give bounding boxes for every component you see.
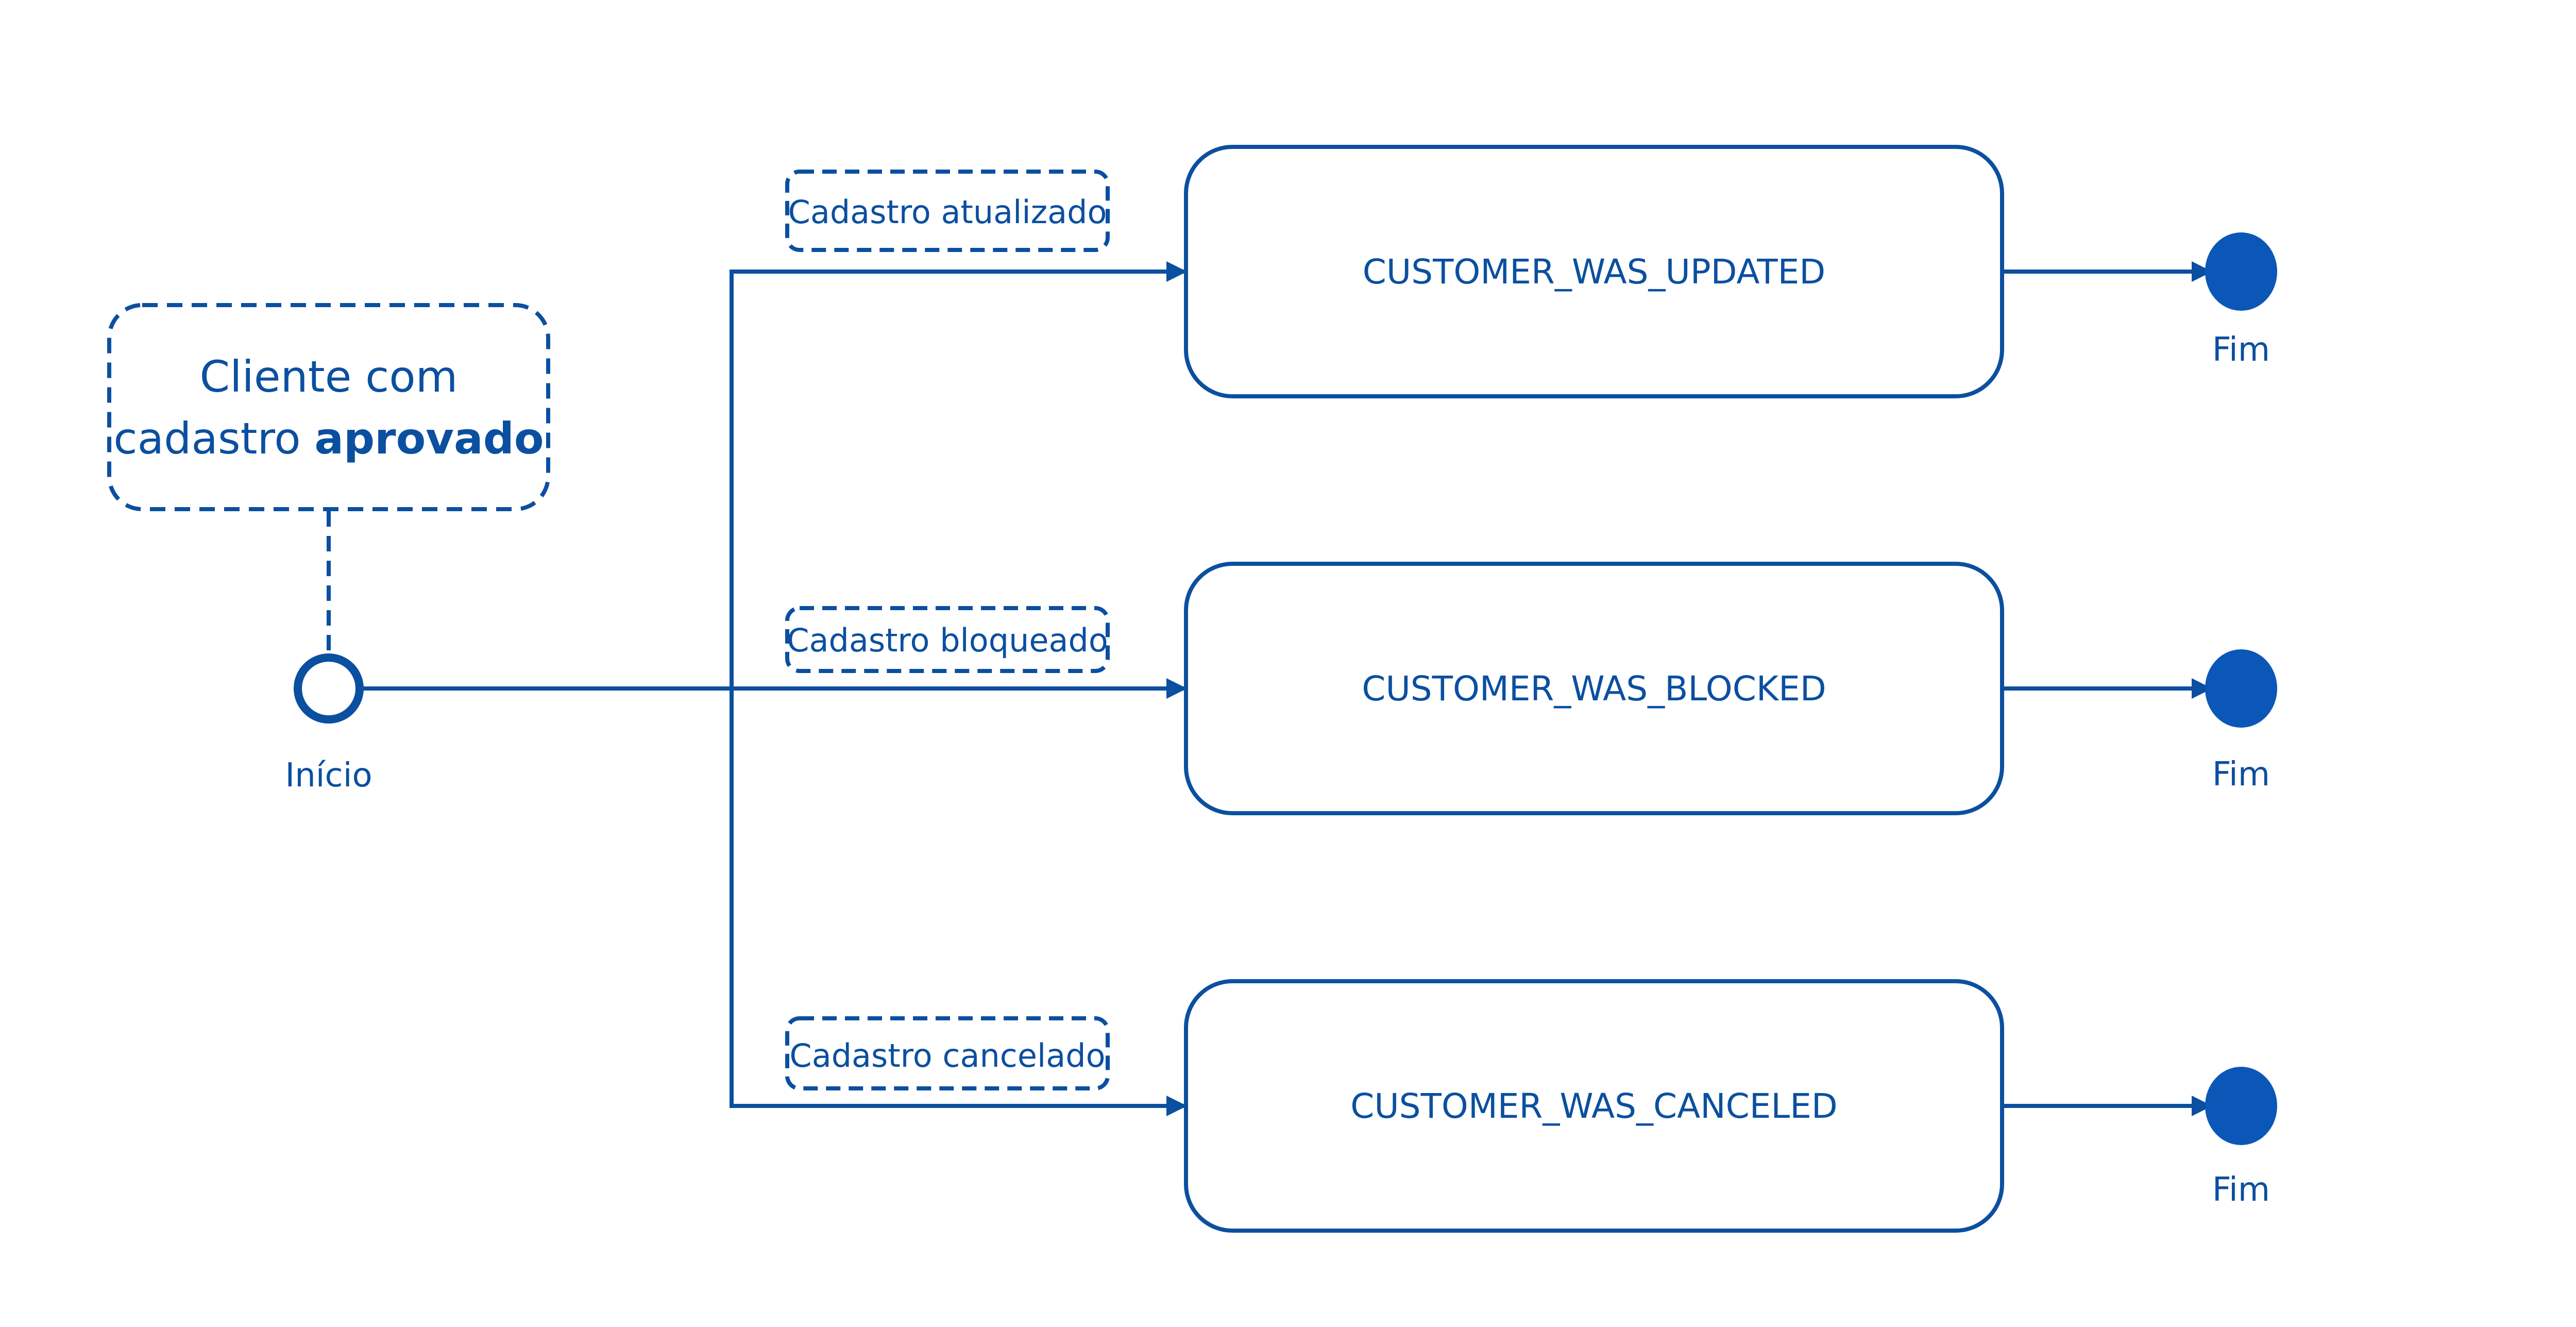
end-label: Fim <box>2212 755 2270 794</box>
note-line-1: Cliente com <box>200 351 458 402</box>
state-label: CUSTOMER_WAS_UPDATED <box>1363 252 1825 292</box>
approved-customer-note: Cliente com cadastro aprovado <box>107 303 550 511</box>
state-customer-was-blocked: CUSTOMER_WAS_BLOCKED <box>1184 562 2004 815</box>
end-node-updated: Fim <box>2205 232 2277 369</box>
state-label: CUSTOMER_WAS_BLOCKED <box>1362 669 1826 709</box>
transition-label-box <box>785 170 1110 252</box>
start-node: Início <box>285 653 372 795</box>
state-box <box>1184 145 2004 398</box>
note-line-2: cadastro aprovado <box>113 413 544 464</box>
start-circle <box>294 653 364 724</box>
transition-label-text: Cadastro bloqueado <box>787 621 1108 659</box>
state-box <box>1184 979 2004 1233</box>
end-circle <box>2205 649 2277 728</box>
state-customer-was-updated: CUSTOMER_WAS_UPDATED <box>1184 145 2004 398</box>
end-label: Fim <box>2212 1171 2270 1209</box>
end-node-blocked: Fim <box>2205 649 2277 794</box>
end-circle <box>2205 232 2277 311</box>
end-circle <box>2205 1067 2277 1145</box>
note-box <box>107 303 550 511</box>
transition-label-blocked: Cadastro bloqueado <box>785 606 1110 673</box>
transition-label-text: Cadastro cancelado <box>789 1037 1105 1074</box>
state-box <box>1184 562 2004 815</box>
transition-label-text: Cadastro atualizado <box>788 193 1107 231</box>
transition-label-canceled: Cadastro cancelado <box>785 1016 1110 1090</box>
end-label: Fim <box>2212 331 2270 369</box>
note-line-2-bold: aprovado <box>314 413 544 464</box>
transition-label-box <box>785 1016 1110 1090</box>
transition-label-updated: Cadastro atualizado <box>785 170 1110 252</box>
state-label: CUSTOMER_WAS_CANCELED <box>1350 1086 1837 1126</box>
note-line-2-prefix: cadastro <box>113 413 314 464</box>
connectors <box>361 261 2212 1116</box>
start-label: Início <box>285 757 372 795</box>
state-customer-was-canceled: CUSTOMER_WAS_CANCELED <box>1184 979 2004 1233</box>
end-node-canceled: Fim <box>2205 1067 2277 1209</box>
transition-label-box <box>785 606 1110 673</box>
